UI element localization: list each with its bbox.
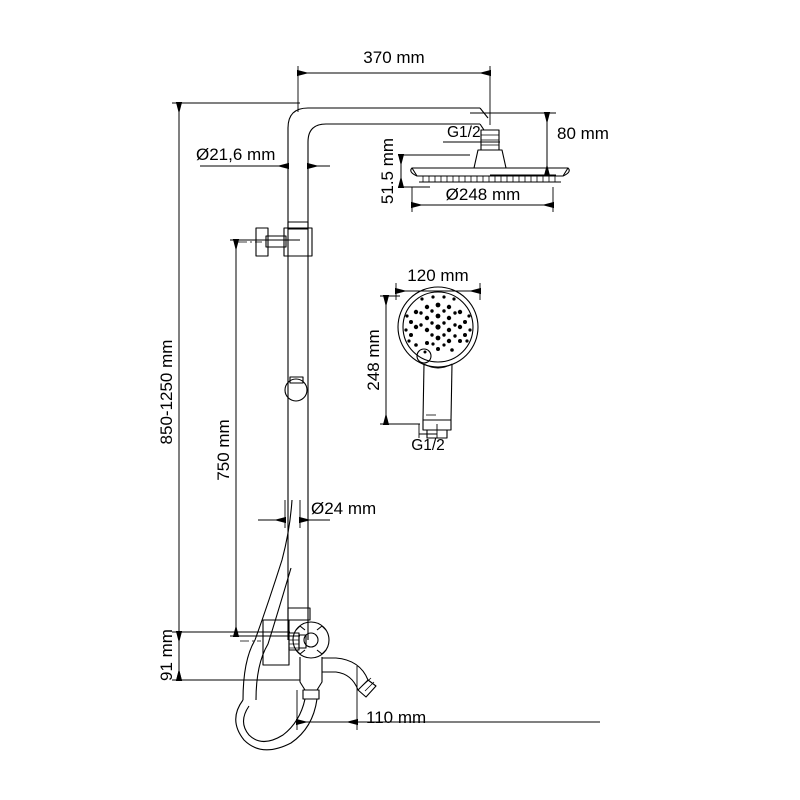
rain-head-nozzles xyxy=(422,176,556,182)
label-riser-diameter: Ø21,6 mm xyxy=(196,145,275,164)
label-bar-diameter: Ø24 mm xyxy=(311,499,376,518)
label-370mm: 370 mm xyxy=(363,48,424,67)
label-80mm: 80 mm xyxy=(557,124,609,143)
label-248mm-dia: Ø248 mm xyxy=(446,185,521,204)
shower-hose xyxy=(235,689,320,751)
shower-arm xyxy=(287,107,489,640)
label-51-5mm: 51.5 mm xyxy=(378,138,397,204)
label-110mm: 110 mm xyxy=(366,708,426,727)
label-120mm: 120 mm xyxy=(407,266,468,285)
dimension-lines xyxy=(175,69,600,726)
label-91mm: 91 mm xyxy=(157,629,176,681)
label-hand-shower-thread: G1/2 xyxy=(411,437,445,454)
label-overall-height: 850-1250 mm xyxy=(157,340,176,445)
rain-shower-head xyxy=(410,129,570,183)
diverter-valve xyxy=(287,607,330,691)
hand-shower xyxy=(397,286,479,439)
label-750mm: 750 mm xyxy=(214,419,233,480)
wall-bracket xyxy=(238,221,313,257)
label-rain-head-thread: G1/2 xyxy=(447,124,481,141)
bath-spout xyxy=(322,657,377,698)
label-hand-shower-length: 248 mm xyxy=(364,329,383,390)
hand-shower-spray-face xyxy=(404,295,472,354)
dimension-labels: 370 mm Ø21,6 mm 850-1250 mm 750 mm 91 mm… xyxy=(157,48,609,727)
hose-upper-run xyxy=(242,499,293,701)
slide-ring xyxy=(284,376,308,402)
slide-bracket xyxy=(240,619,307,666)
